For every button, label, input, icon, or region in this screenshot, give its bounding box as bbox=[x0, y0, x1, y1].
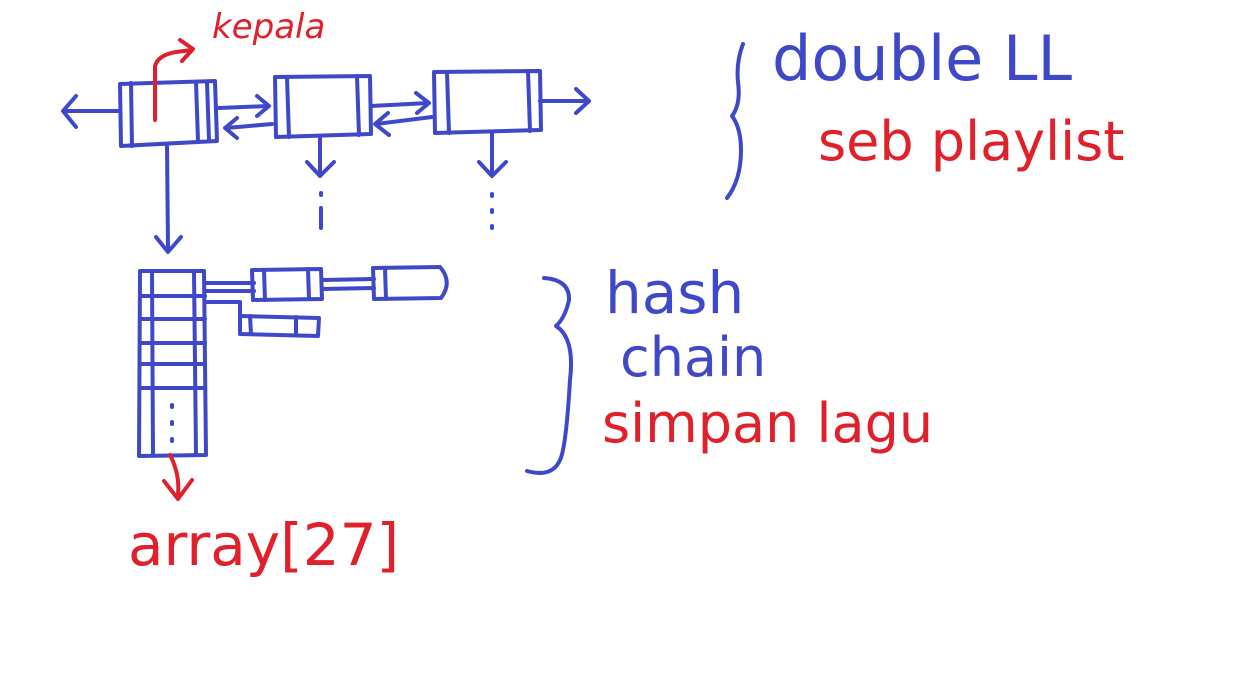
node-divider bbox=[383, 266, 388, 301]
label-chain: chain bbox=[620, 326, 766, 389]
link-node1-node2 bbox=[217, 94, 274, 140]
arrow-head bbox=[477, 160, 508, 178]
chain-node bbox=[250, 267, 324, 302]
arrow-head bbox=[162, 478, 194, 501]
node-divider-right bbox=[194, 80, 200, 143]
next-arrow-head bbox=[255, 94, 271, 118]
node-box bbox=[250, 267, 324, 302]
next-arrow bbox=[369, 101, 430, 108]
label-seb-playlist: seb playlist bbox=[818, 110, 1124, 173]
array-outline bbox=[137, 269, 208, 458]
double-linked-list bbox=[61, 38, 591, 254]
prev-arrow bbox=[224, 122, 274, 130]
hash-table bbox=[137, 265, 449, 501]
hash-array bbox=[137, 269, 208, 458]
node2-down-arrow bbox=[305, 136, 336, 178]
chain-bucket-1 bbox=[203, 300, 321, 338]
node-box bbox=[238, 314, 321, 338]
arrow-head bbox=[178, 38, 195, 63]
chain-link bbox=[320, 277, 376, 282]
node-box bbox=[118, 79, 219, 148]
list-node-2 bbox=[273, 74, 373, 139]
node-divider-left bbox=[445, 70, 451, 135]
brace-hash-chain bbox=[525, 276, 573, 475]
list-node-3 bbox=[432, 69, 543, 135]
array-down-arrow bbox=[162, 453, 194, 501]
node-box bbox=[432, 69, 543, 135]
arrow-head bbox=[154, 235, 183, 254]
node-divider bbox=[248, 314, 253, 336]
label-simpan-lagu: simpan lagu bbox=[602, 392, 933, 455]
arrow-shaft bbox=[153, 48, 194, 122]
list-node-1 bbox=[118, 79, 219, 148]
node-box bbox=[371, 265, 449, 301]
brace-double-ll bbox=[725, 42, 745, 200]
next-arrow bbox=[217, 104, 270, 110]
chain-link bbox=[320, 286, 376, 291]
node-divider-right bbox=[526, 69, 532, 133]
head-pointer-arrow bbox=[153, 38, 195, 122]
arrow-head bbox=[305, 160, 336, 178]
arrow-shaft bbox=[168, 453, 181, 497]
arrow-shaft bbox=[165, 144, 170, 250]
node-box bbox=[273, 74, 373, 139]
head-to-array-arrow bbox=[154, 144, 183, 254]
node-divider-left bbox=[285, 75, 291, 139]
null-arrow-right bbox=[538, 87, 591, 115]
chain-node bbox=[371, 265, 449, 301]
link-node2-node3 bbox=[369, 91, 434, 137]
arrow-head bbox=[61, 94, 78, 129]
chain-bucket-0 bbox=[203, 265, 449, 302]
prev-arrow-head bbox=[223, 116, 239, 140]
label-array: array[27] bbox=[128, 511, 399, 579]
label-hash: hash bbox=[605, 259, 744, 327]
prev-arrow bbox=[374, 115, 434, 126]
node-divider bbox=[262, 268, 267, 302]
node-outer-right bbox=[205, 80, 211, 142]
node3-down-arrow bbox=[477, 132, 508, 178]
prev-arrow-head bbox=[373, 111, 391, 137]
chain-link bbox=[203, 300, 242, 324]
null-arrow-left bbox=[61, 94, 122, 129]
arrow-head bbox=[574, 87, 591, 115]
label-double-ll: double LL bbox=[772, 22, 1073, 95]
next-arrow-head bbox=[414, 91, 431, 115]
node-divider-left bbox=[129, 81, 134, 148]
node-divider bbox=[306, 267, 311, 301]
chain-node bbox=[238, 314, 321, 338]
node-divider-right bbox=[355, 74, 361, 137]
label-kepala: kepala bbox=[212, 7, 325, 47]
